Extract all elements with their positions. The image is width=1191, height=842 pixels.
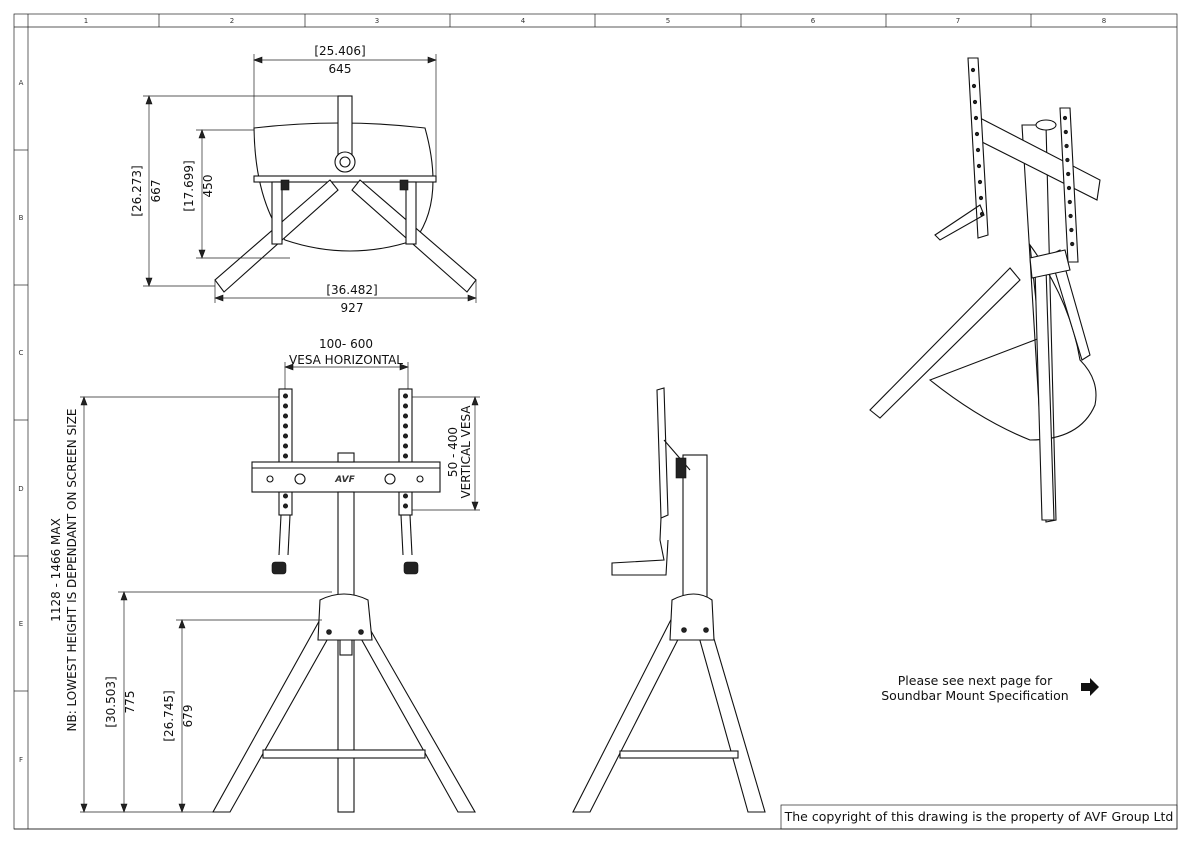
row-label: F <box>19 756 23 764</box>
rail-hole <box>972 99 978 105</box>
column-labels: 1 2 3 4 5 6 7 8 <box>84 17 1106 25</box>
rail-hole <box>282 403 288 409</box>
front-view: 100- 600 VESA HORIZONTAL AVF <box>49 337 480 813</box>
vesa-vertical-label: VERTICAL VESA <box>459 405 473 499</box>
column-label: 6 <box>811 17 816 25</box>
rail-hole <box>1069 227 1074 233</box>
rail-hole <box>402 403 408 409</box>
column-label: 2 <box>230 17 234 25</box>
rail-hole <box>971 83 977 89</box>
rail-hole <box>402 503 408 509</box>
row-label: D <box>18 485 23 493</box>
top-width-inch: [25.406] <box>314 44 365 58</box>
rail-hole <box>402 493 408 499</box>
top-view: [25.406] 645 [26.273] 667 [17.699] 450 [… <box>130 44 477 315</box>
rail-hole <box>282 413 288 419</box>
column-label: 3 <box>375 17 379 25</box>
rail-hole <box>282 423 288 429</box>
right-arrow-icon <box>1081 678 1099 696</box>
max-height-label: 1128 - 1466 MAX <box>49 518 63 622</box>
rail-hole <box>974 131 980 137</box>
rail-hole <box>1062 115 1068 121</box>
top-inner-height-mm: 450 <box>201 175 215 198</box>
rail-hole <box>282 453 288 459</box>
rail-hole <box>282 433 288 439</box>
row-label: E <box>19 620 23 628</box>
rail-hole <box>1067 199 1072 205</box>
column-label: 1 <box>84 17 88 25</box>
rail-hole <box>402 413 408 419</box>
rail-hole <box>402 453 408 459</box>
leg-inner-height-inch: [26.745] <box>162 690 176 741</box>
rail-hole <box>978 195 984 201</box>
top-inner-height-inch: [17.699] <box>182 160 196 211</box>
leg-inner-height-mm: 679 <box>181 705 195 728</box>
rail-hole <box>1066 185 1072 191</box>
side-view <box>572 387 766 813</box>
row-labels: A B C D E F <box>18 79 23 764</box>
row-label: C <box>19 349 24 357</box>
row-label: B <box>19 214 24 222</box>
top-base-width-mm: 927 <box>341 301 364 315</box>
column-label: 5 <box>666 17 670 25</box>
rail-hole <box>282 493 288 499</box>
column-label: 7 <box>956 17 960 25</box>
column-label: 4 <box>521 17 526 25</box>
note-line-1: Please see next page for <box>898 673 1053 688</box>
rail-hole <box>1070 241 1075 247</box>
rail-hole <box>970 67 976 73</box>
rail-hole <box>1063 129 1068 135</box>
vesa-horizontal-range: 100- 600 <box>319 337 373 351</box>
rail-hole <box>402 423 408 429</box>
rail-hole <box>282 443 288 449</box>
rail-hole <box>977 179 983 185</box>
rail-hole <box>976 163 982 169</box>
top-base-width-inch: [36.482] <box>326 283 377 297</box>
row-label: A <box>19 79 24 87</box>
soundbar-note: Please see next page for Soundbar Mount … <box>881 673 1099 703</box>
rail-hole <box>1068 213 1073 219</box>
rail-hole <box>402 393 408 399</box>
isometric-view <box>869 57 1101 523</box>
top-height-mm: 667 <box>149 180 163 203</box>
note-line-2: Soundbar Mount Specification <box>881 688 1068 703</box>
rail-hole <box>402 443 408 449</box>
rail-hole <box>282 503 288 509</box>
rail-hole <box>975 147 981 153</box>
top-width-mm: 645 <box>329 62 352 76</box>
rail-hole <box>282 393 288 399</box>
rail-hole <box>402 433 408 439</box>
rail-hole <box>1064 143 1069 149</box>
rail-hole <box>973 115 979 121</box>
avf-logo: AVF <box>334 475 355 485</box>
copyright-box: The copyright of this drawing is the pro… <box>780 804 1178 830</box>
vesa-horizontal-label: VESA HORIZONTAL <box>289 353 403 367</box>
rail-hole <box>1066 171 1071 177</box>
top-height-inch: [26.273] <box>130 165 144 216</box>
column-label: 8 <box>1102 17 1106 25</box>
vesa-vertical-range: 50 - 400 <box>446 427 460 477</box>
height-note: NB: LOWEST HEIGHT IS DEPENDANT ON SCREEN… <box>65 408 79 731</box>
copyright-text: The copyright of this drawing is the pro… <box>784 809 1174 824</box>
leg-height-mm: 775 <box>123 691 137 714</box>
rail-hole <box>1065 157 1070 163</box>
leg-height-inch: [30.503] <box>104 676 118 727</box>
